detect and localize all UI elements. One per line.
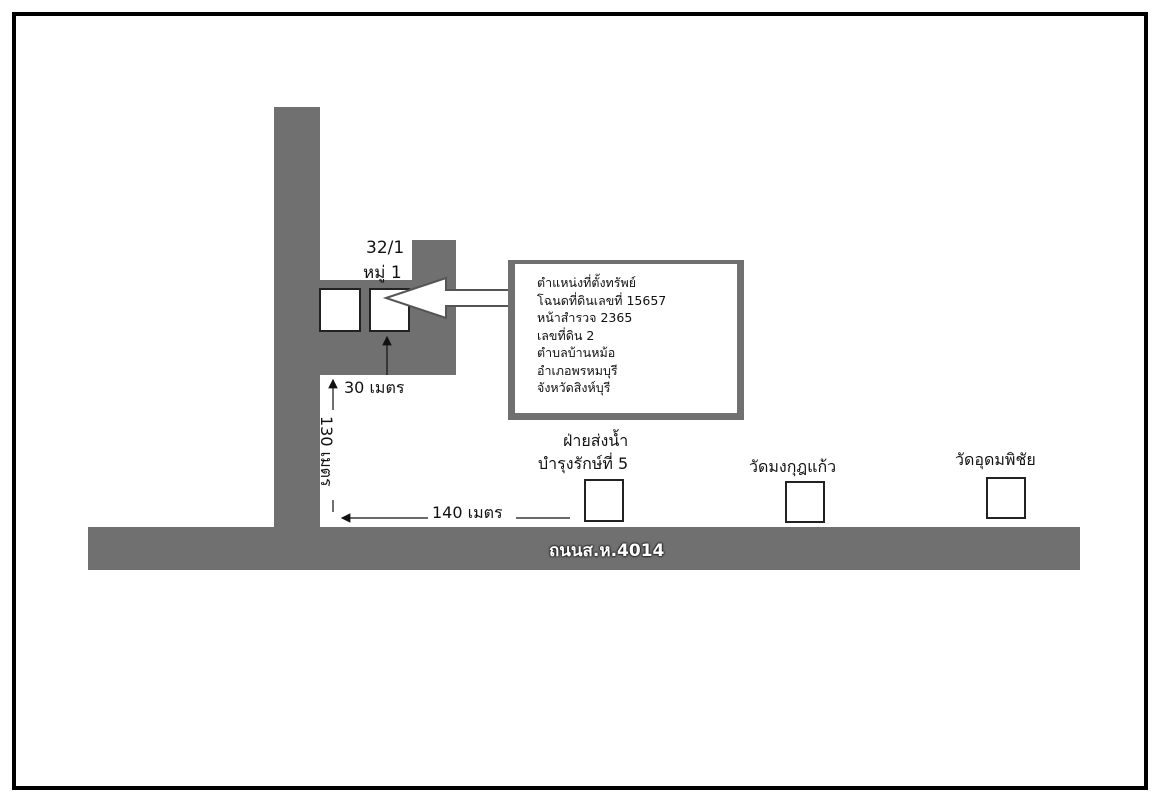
distance-130m: 130 เมตร: [317, 416, 336, 487]
property-number: 32/1: [366, 238, 405, 258]
road-name: ถนนส.ห.4014: [549, 541, 665, 561]
info-line: โฉนดที่ดินเลขที่ 15657: [537, 292, 667, 308]
water-dept-label-2: บำรุงรักษ์ที่ 5: [538, 454, 629, 473]
info-line: หน้าสำรวจ 2365: [537, 310, 633, 325]
distance-30m: 30 เมตร: [344, 378, 405, 397]
info-line: จังหวัดสิงห์บุรี: [537, 380, 611, 395]
water-dept-building: [584, 479, 624, 522]
info-line: ตำแหน่งที่ตั้งทรัพย์: [537, 275, 637, 290]
temple-udom-building: [986, 477, 1026, 519]
info-line: ตำบลบ้านหม้อ: [537, 345, 616, 360]
info-box: ตำแหน่งที่ตั้งทรัพย์ โฉนดที่ดินเลขที่ 15…: [508, 260, 744, 420]
info-line: เลขที่ดิน 2: [537, 327, 595, 343]
main-road: [88, 527, 1080, 570]
temple-mongkut-label: วัดมงกุฎแก้ว: [749, 457, 837, 476]
info-line: อำเภอพรหมบุรี: [537, 362, 618, 378]
pointer-arrow-icon: [382, 276, 511, 320]
property-village: หมู่ 1: [363, 263, 402, 283]
side-road-vertical: [274, 107, 320, 570]
distance-140m: 140 เมตร: [432, 503, 503, 522]
temple-udom-label: วัดอุดมพิชัย: [955, 450, 1036, 469]
temple-mongkut-building: [785, 481, 825, 523]
plot-neighbor: [319, 288, 361, 332]
water-dept-label-1: ฝ่ายส่งน้ำ: [563, 431, 629, 450]
